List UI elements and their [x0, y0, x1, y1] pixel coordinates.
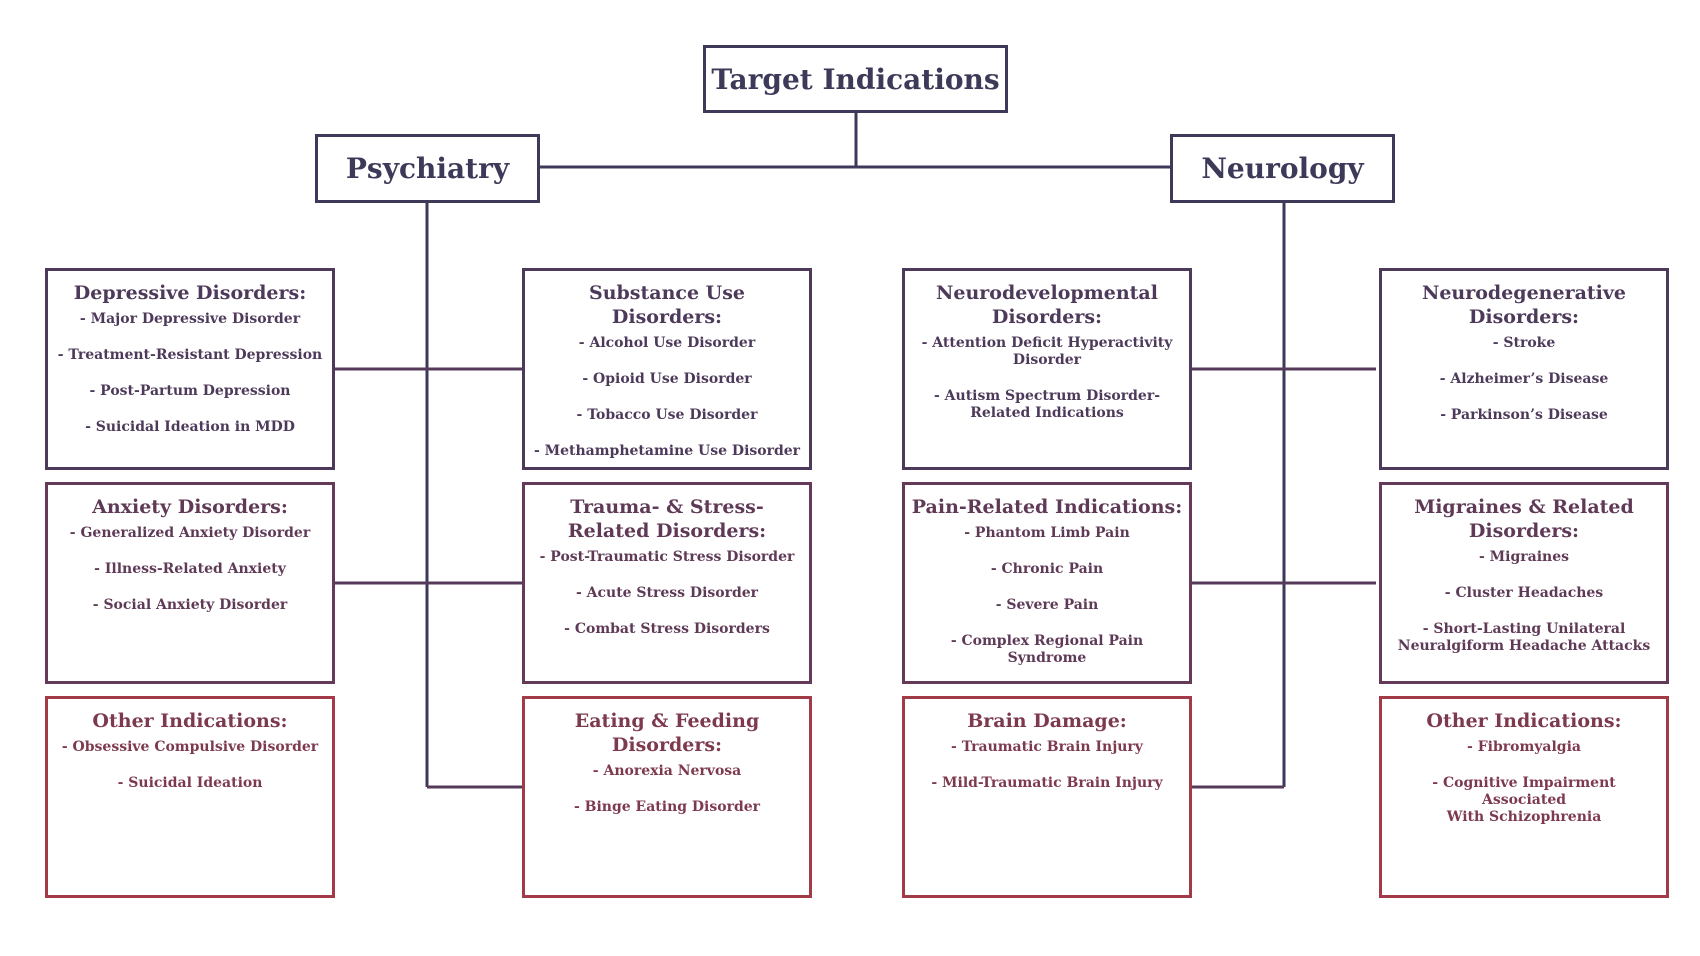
category-item: - Short-Lasting Unilateral Neuralgiform …: [1397, 621, 1651, 654]
category-item: - Autism Spectrum Disorder- Related Indi…: [933, 388, 1161, 421]
category-item-list: - Obsessive Compulsive Disorder - Suicida…: [54, 739, 326, 792]
category-title: Trauma- & Stress- Related Disorders:: [567, 496, 767, 542]
neurology-title: Neurology: [1201, 152, 1364, 185]
category-title: Depressive Disorders:: [73, 282, 307, 304]
category-title: Other Indications:: [1426, 710, 1622, 732]
category-item-list: - Traumatic Brain Injury - Mild-Traumatic…: [911, 739, 1183, 792]
category-item-list: - Post-Traumatic Stress Disorder - Acute …: [531, 549, 803, 638]
neurology-category-box: Neurodevelopmental Disorders: - Attention…: [902, 268, 1192, 470]
neurology-category-box: Neurodegenerative Disorders: - Stroke - Al…: [1379, 268, 1669, 470]
category-title: Pain-Related Indications:: [911, 496, 1183, 518]
category-item: - Chronic Pain: [990, 561, 1104, 577]
category-item: - Post-Partum Depression: [89, 383, 291, 399]
psychiatry-title: Psychiatry: [345, 152, 510, 185]
category-item: - Social Anxiety Disorder: [92, 597, 288, 613]
category-item-list: - Fibromyalgia - Cognitive Impairment Ass…: [1388, 739, 1660, 826]
category-title: Substance Use Disorders:: [588, 282, 746, 328]
neurology-header-box: Neurology: [1170, 134, 1395, 203]
root-title-box: Target Indications: [703, 45, 1008, 113]
psychiatry-category-box: Trauma- & Stress- Related Disorders: - Po…: [522, 482, 812, 684]
category-title: Neurodegenerative Disorders:: [1421, 282, 1627, 328]
category-item: - Stroke: [1492, 335, 1556, 351]
category-item: - Acute Stress Disorder: [575, 585, 759, 601]
psychiatry-category-box: Anxiety Disorders: - Generalized Anxiety …: [45, 482, 335, 684]
root-title: Target Indications: [711, 62, 1000, 96]
psychiatry-category-box: Other Indications: - Obsessive Compulsive…: [45, 696, 335, 898]
psychiatry-header-box: Psychiatry: [315, 134, 540, 203]
category-title: Anxiety Disorders:: [92, 496, 288, 518]
category-item: - Attention Deficit Hyperactivity Disord…: [921, 335, 1173, 368]
category-item: - Cognitive Impairment Associated With S…: [1432, 775, 1616, 825]
category-item: - Suicidal Ideation: [117, 775, 263, 791]
category-item-list: - Attention Deficit Hyperactivity Disord…: [911, 335, 1183, 422]
category-item: - Tobacco Use Disorder: [576, 407, 758, 423]
category-item: - Cluster Headaches: [1444, 585, 1604, 601]
category-item: - Severe Pain: [995, 597, 1099, 613]
category-item: - Post-Traumatic Stress Disorder: [539, 549, 795, 565]
category-item: - Combat Stress Disorders: [564, 621, 770, 637]
category-item: - Alcohol Use Disorder: [578, 335, 756, 351]
category-item: - Methamphetamine Use Disorder: [533, 443, 801, 459]
category-item-list: - Anorexia Nervosa - Binge Eating Disorde…: [531, 763, 803, 816]
category-item-list: - Migraines - Cluster Headaches - Short-La…: [1388, 549, 1660, 655]
category-item: - Generalized Anxiety Disorder: [69, 525, 311, 541]
neurology-category-box: Pain-Related Indications: - Phantom Limb …: [902, 482, 1192, 684]
neurology-category-box: Brain Damage: - Traumatic Brain Injury - M…: [902, 696, 1192, 898]
category-item: - Mild-Traumatic Brain Injury: [931, 775, 1163, 791]
category-item-list: - Stroke - Alzheimer’s Disease - Parkinson…: [1388, 335, 1660, 424]
neurology-category-box: Migraines & Related Disorders: - Migraine…: [1379, 482, 1669, 684]
category-item: - Binge Eating Disorder: [573, 799, 761, 815]
category-item: - Treatment-Resistant Depression: [57, 347, 323, 363]
category-title: Eating & Feeding Disorders:: [574, 710, 760, 756]
category-item: - Fibromyalgia: [1467, 739, 1581, 755]
category-title: Migraines & Related Disorders:: [1414, 496, 1634, 542]
category-item: - Migraines: [1478, 549, 1570, 565]
category-item-list: - Phantom Limb Pain - Chronic Pain - Sever…: [911, 525, 1183, 667]
category-item: - Major Depressive Disorder: [79, 311, 301, 327]
category-item: - Parkinson’s Disease: [1440, 407, 1608, 423]
psychiatry-category-box: Depressive Disorders: - Major Depressive …: [45, 268, 335, 470]
category-item-list: - Alcohol Use Disorder - Opioid Use Disor…: [531, 335, 803, 460]
category-item: - Phantom Limb Pain: [964, 525, 1130, 541]
category-item: - Opioid Use Disorder: [582, 371, 752, 387]
category-title: Brain Damage:: [967, 710, 1127, 732]
category-title: Other Indications:: [92, 710, 288, 732]
category-item-list: - Generalized Anxiety Disorder - Illness-…: [54, 525, 326, 614]
category-item: - Illness-Related Anxiety: [94, 561, 286, 577]
neurology-category-box: Other Indications: - Fibromyalgia - Cognit…: [1379, 696, 1669, 898]
psychiatry-category-box: Eating & Feeding Disorders: - Anorexia Ne…: [522, 696, 812, 898]
psychiatry-category-box: Substance Use Disorders: - Alcohol Use Di…: [522, 268, 812, 470]
category-item: - Anorexia Nervosa: [592, 763, 742, 779]
category-title: Neurodevelopmental Disorders:: [936, 282, 1158, 328]
category-item: - Alzheimer’s Disease: [1439, 371, 1609, 387]
category-item: - Complex Regional Pain Syndrome: [950, 633, 1144, 666]
category-item: - Suicidal Ideation in MDD: [85, 419, 295, 435]
category-item: - Obsessive Compulsive Disorder: [61, 739, 319, 755]
category-item: - Traumatic Brain Injury: [951, 739, 1143, 755]
category-item-list: - Major Depressive Disorder - Treatment-R…: [54, 311, 326, 436]
